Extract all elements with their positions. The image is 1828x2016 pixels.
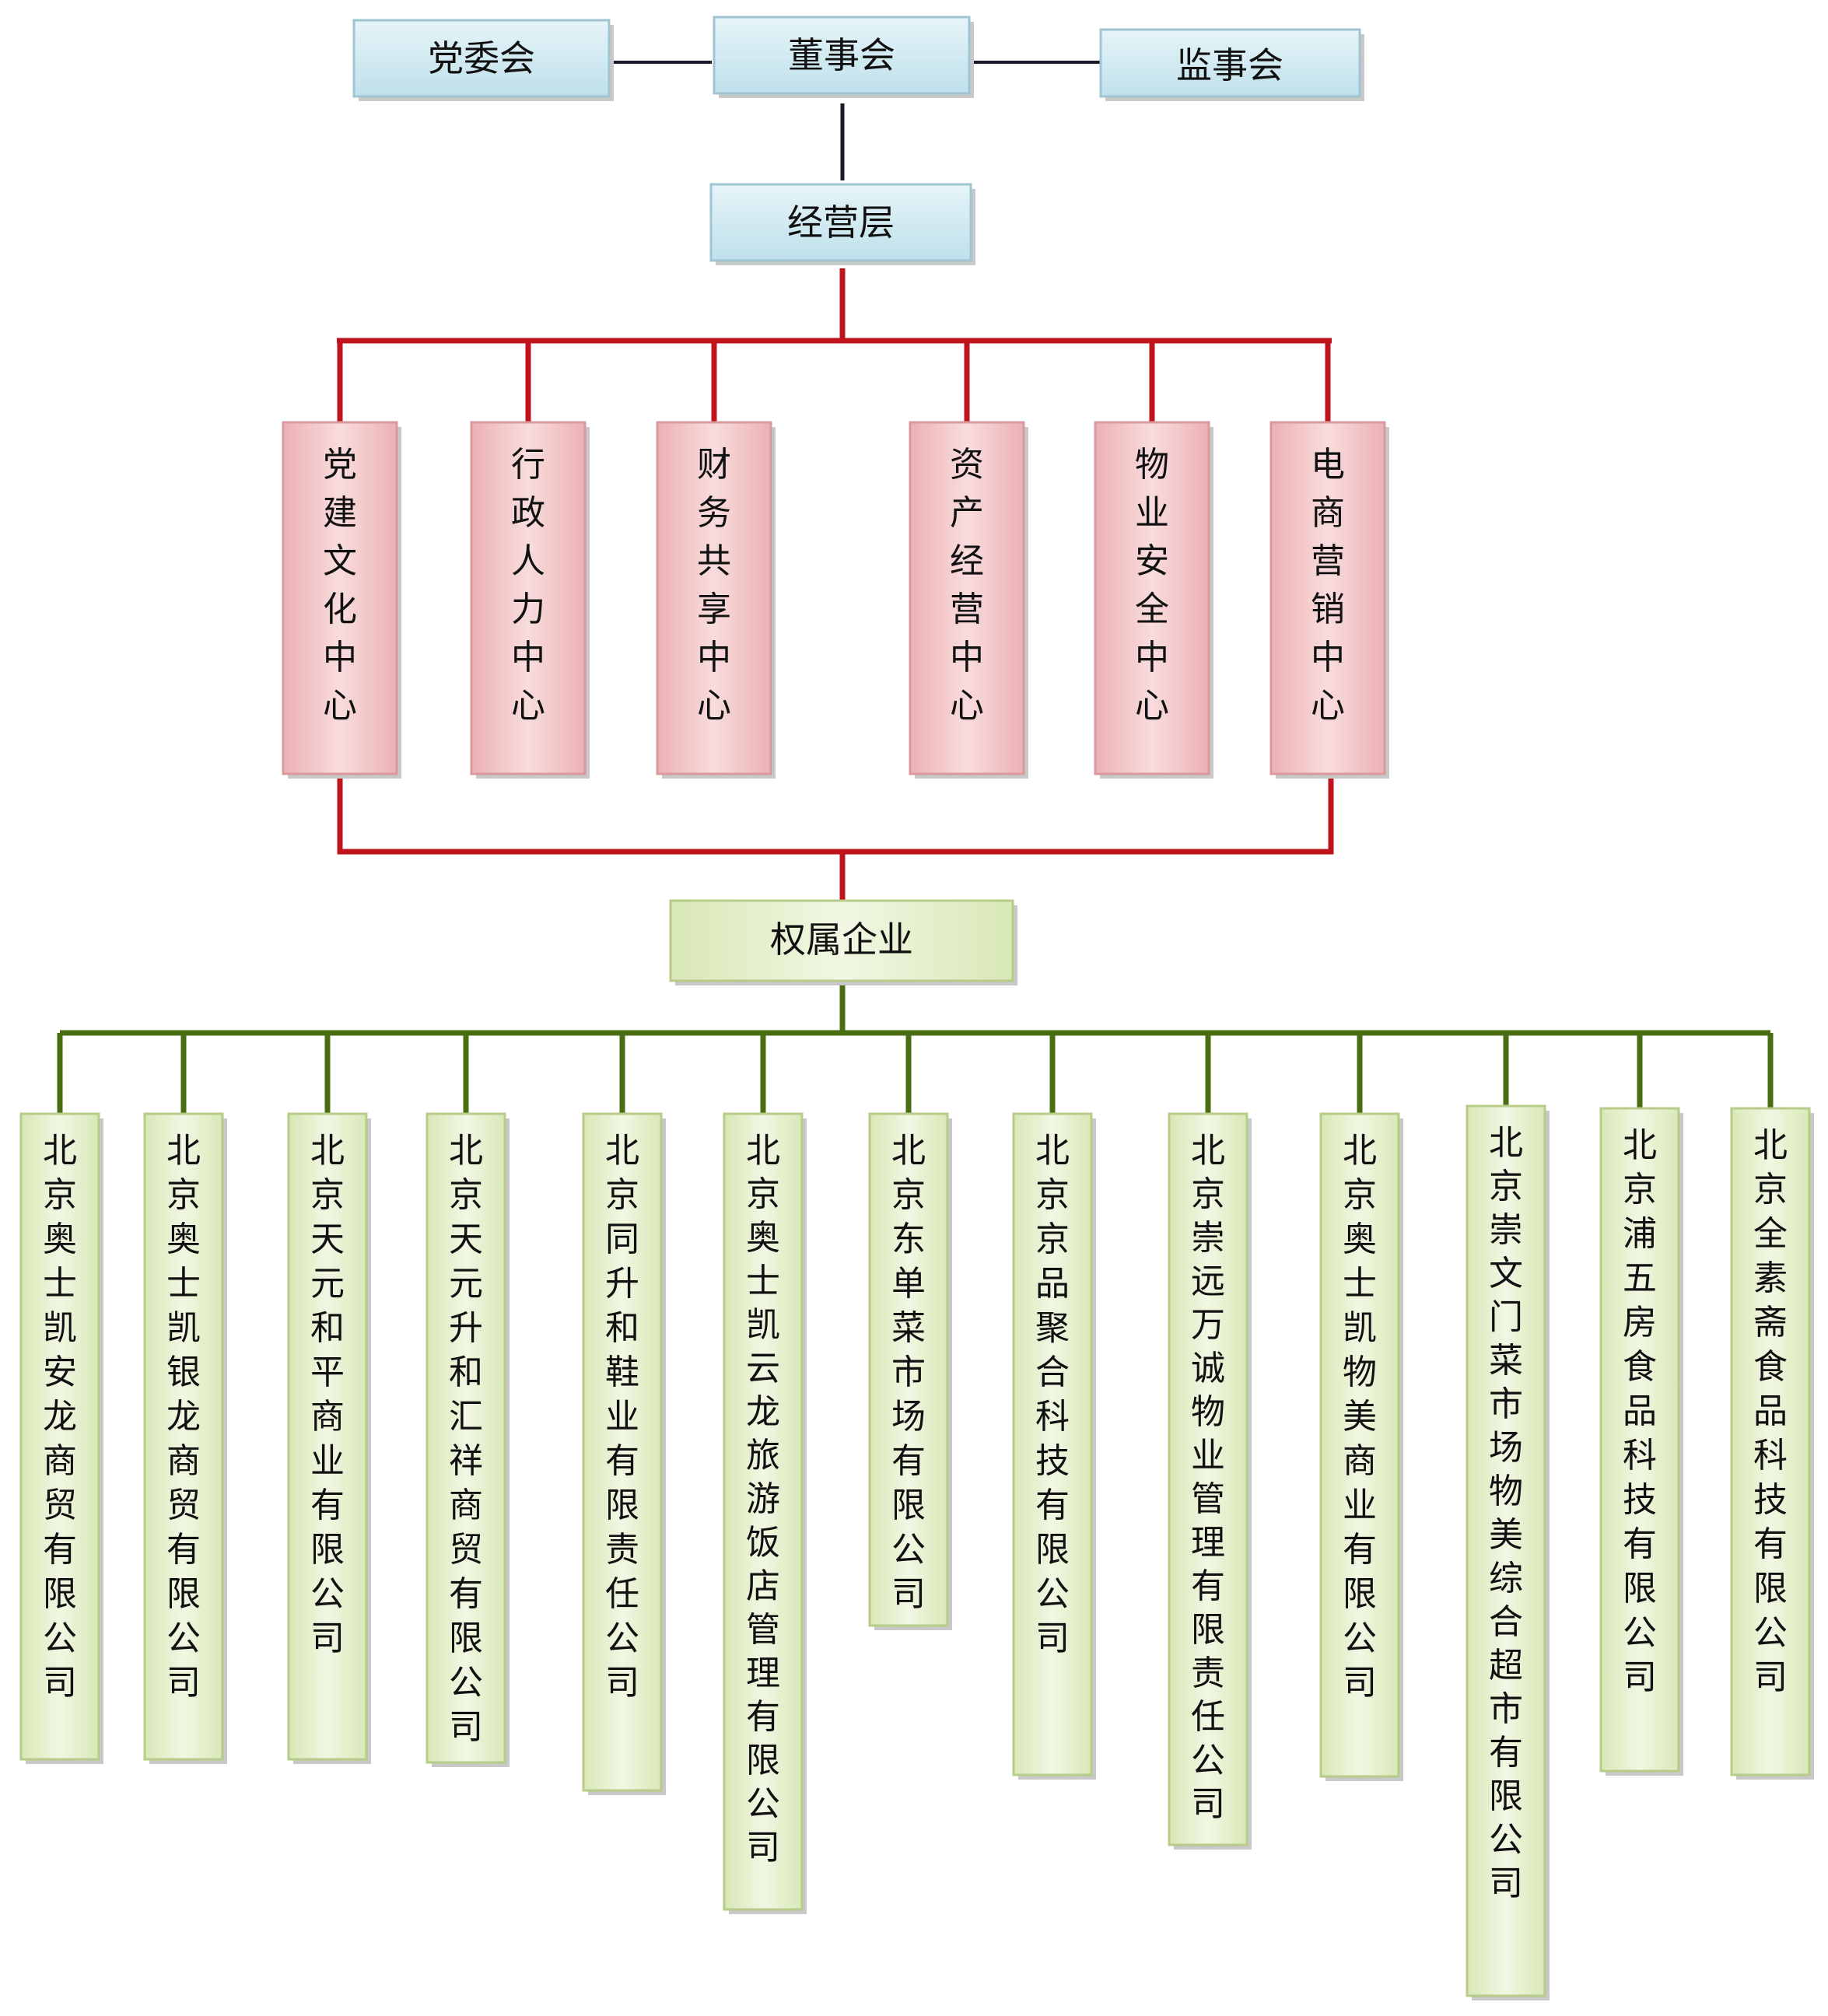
center-box: 行政人力中心 (470, 421, 590, 779)
subsidiary-box: 北京京品聚合科技有限公司 (1012, 1112, 1096, 1780)
center-label: 财务共享中心 (697, 445, 731, 726)
subsidiary-label: 北京奥士凯物美商业有限公司 (1343, 1131, 1377, 1703)
party-committee-box: 党委会 (352, 19, 614, 101)
management-label: 经营层 (787, 201, 895, 243)
subsidiaries-header-box: 权属企业 (669, 899, 1017, 985)
subsidiary-label: 北京京品聚合科技有限公司 (1035, 1131, 1070, 1658)
board-box: 董事会 (713, 16, 974, 98)
subsidiary-label: 北京崇文门菜市场物美综合超市有限公司 (1489, 1123, 1523, 1903)
center-box: 电商营销中心 (1269, 421, 1389, 779)
subsidiary-box: 北京奥士凯银龙商贸有限公司 (143, 1112, 227, 1764)
subsidiary-box: 北京崇远万诚物业管理有限责任公司 (1168, 1112, 1252, 1850)
management-box: 经营层 (709, 183, 975, 265)
center-box: 资产经营中心 (909, 421, 1028, 779)
party-committee-label: 党委会 (428, 37, 535, 79)
center-label: 资产经营中心 (950, 445, 984, 726)
subsidiary-label: 北京崇远万诚物业管理有限责任公司 (1191, 1131, 1225, 1824)
subsidiary-box: 北京浦五房食品科技有限公司 (1599, 1107, 1683, 1776)
board-label: 董事会 (788, 34, 895, 76)
subsidiaries-header-label: 权属企业 (770, 919, 913, 961)
subsidiary-label: 北京天元升和汇祥商贸有限公司 (449, 1131, 483, 1747)
subsidiary-box: 北京东单菜市场有限公司 (868, 1112, 952, 1630)
center-box: 财务共享中心 (656, 421, 776, 779)
centers-bottom-bus (337, 778, 1334, 855)
center-box: 党建文化中心 (282, 421, 401, 779)
subsidiary-box: 北京奥士凯物美商业有限公司 (1319, 1112, 1403, 1781)
center-label: 党建文化中心 (323, 445, 357, 726)
subsidiary-box: 北京奥士凯安龙商贸有限公司 (19, 1112, 103, 1764)
center-label: 物业安全中心 (1135, 445, 1169, 726)
supervisors-box: 监事会 (1099, 28, 1364, 101)
subsidiary-label: 北京东单菜市场有限公司 (891, 1131, 926, 1614)
center-label: 电商营销中心 (1311, 445, 1345, 726)
subsidiary-label: 北京奥士凯安龙商贸有限公司 (43, 1131, 77, 1703)
subsidiary-label: 北京奥士凯银龙商贸有限公司 (166, 1131, 201, 1703)
subsidiary-box: 北京奥士凯云龙旅游饭店管理有限公司 (723, 1112, 807, 1914)
center-box: 物业安全中心 (1094, 421, 1213, 779)
subsidiary-label: 北京全素斋食品科技有限公司 (1753, 1125, 1788, 1697)
supervisors-label: 监事会 (1176, 44, 1283, 86)
subsidiary-box: 北京天元和平商业有限公司 (287, 1112, 371, 1764)
subsidiary-label: 北京同升和鞋业有限责任公司 (605, 1131, 639, 1703)
subsidiary-label: 北京奥士凯云龙旅游饭店管理有限公司 (746, 1131, 780, 1867)
subsidiary-box: 北京全素斋食品科技有限公司 (1730, 1107, 1814, 1780)
subsidiary-label: 北京浦五房食品科技有限公司 (1623, 1125, 1657, 1697)
subsidiary-box: 北京崇文门菜市场物美综合超市有限公司 (1466, 1104, 1550, 2000)
center-label: 行政人力中心 (511, 445, 545, 726)
subsidiary-box: 北京天元升和汇祥商贸有限公司 (425, 1112, 510, 1767)
connector-lines (57, 61, 1774, 1114)
subsidiary-box: 北京同升和鞋业有限责任公司 (582, 1112, 666, 1795)
subsidiary-label: 北京天元和平商业有限公司 (310, 1131, 345, 1658)
